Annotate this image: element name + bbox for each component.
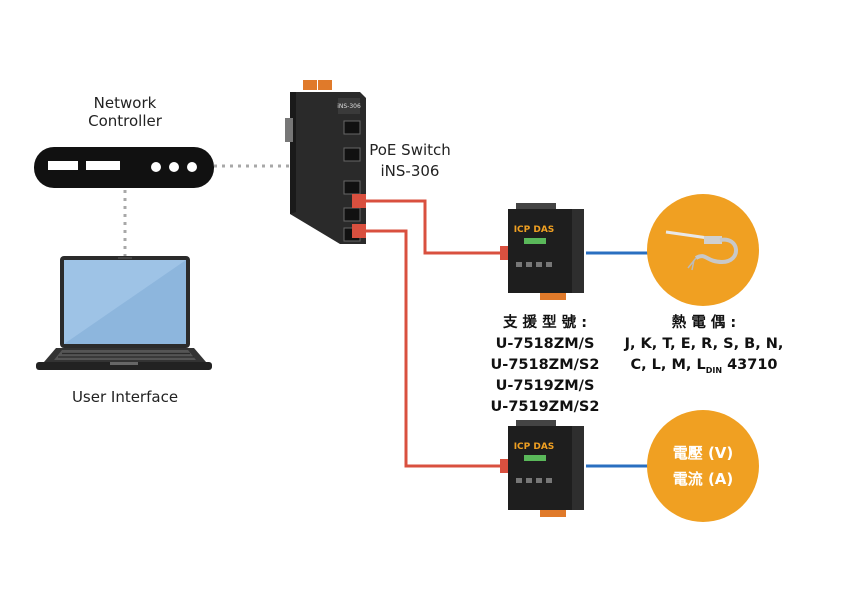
voltage-current-circle: [647, 410, 759, 522]
poe-switch-label: PoE Switch iNS-306: [360, 140, 460, 182]
supported-models-heading: 支 援 型 號 :: [503, 315, 587, 331]
model-item: U-7518ZM/S2: [490, 357, 600, 373]
laptop-icon: [36, 256, 212, 370]
poe-switch-label-line2: iNS-306: [380, 162, 440, 180]
thermocouple-din-subscript: DIN: [705, 365, 723, 375]
ethernet-cables: [365, 199, 503, 468]
svg-text:ICP DAS: ICP DAS: [514, 225, 555, 235]
thermocouple-heading: 熱 電 偶 :: [671, 315, 737, 331]
svg-text:ICP DAS: ICP DAS: [514, 442, 555, 452]
thermocouple-types-line2: C, L, M, LDIN 43710: [614, 355, 794, 381]
voltage-label: 電壓 (V): [672, 444, 734, 462]
supported-models-list: 支 援 型 號 : U-7518ZM/S U-7518ZM/S2 U-7519Z…: [470, 313, 620, 418]
io-module-2: ICP DAS: [500, 420, 584, 517]
thermocouple-types-line1: J, K, T, E, R, S, B, N,: [624, 336, 784, 352]
switch-to-module1-cable: [365, 199, 503, 255]
thermocouple-types-line2-suffix: 43710: [722, 357, 778, 373]
network-controller-label-line2: Controller: [88, 112, 162, 130]
svg-text:iNS-306: iNS-306: [337, 103, 361, 110]
sensor-cables: [586, 251, 652, 468]
model-item: U-7519ZM/S2: [490, 399, 600, 415]
model-item: U-7519ZM/S: [495, 378, 595, 394]
voltage-current-labels: 電壓 (V) 電流 (A): [653, 440, 753, 492]
model-item: U-7518ZM/S: [495, 336, 595, 352]
thermocouple-icon: [647, 194, 759, 306]
thermocouple-types-list: 熱 電 偶 : J, K, T, E, R, S, B, N, C, L, M,…: [614, 313, 794, 381]
poe-switch-label-line1: PoE Switch: [369, 141, 451, 159]
user-interface-label: User Interface: [71, 388, 179, 406]
io-module-1: ICP DAS: [500, 203, 584, 300]
switch-to-module2-cable: [365, 229, 503, 468]
thermocouple-types-line2-prefix: C, L, M, L: [630, 357, 706, 373]
network-controller-device: [34, 147, 214, 188]
network-controller-label: Network Controller: [60, 94, 190, 130]
current-label: 電流 (A): [672, 470, 734, 488]
network-controller-label-line1: Network: [93, 94, 157, 112]
dotted-connections: [123, 164, 290, 258]
poe-switch-device: iNS-306: [285, 80, 366, 244]
